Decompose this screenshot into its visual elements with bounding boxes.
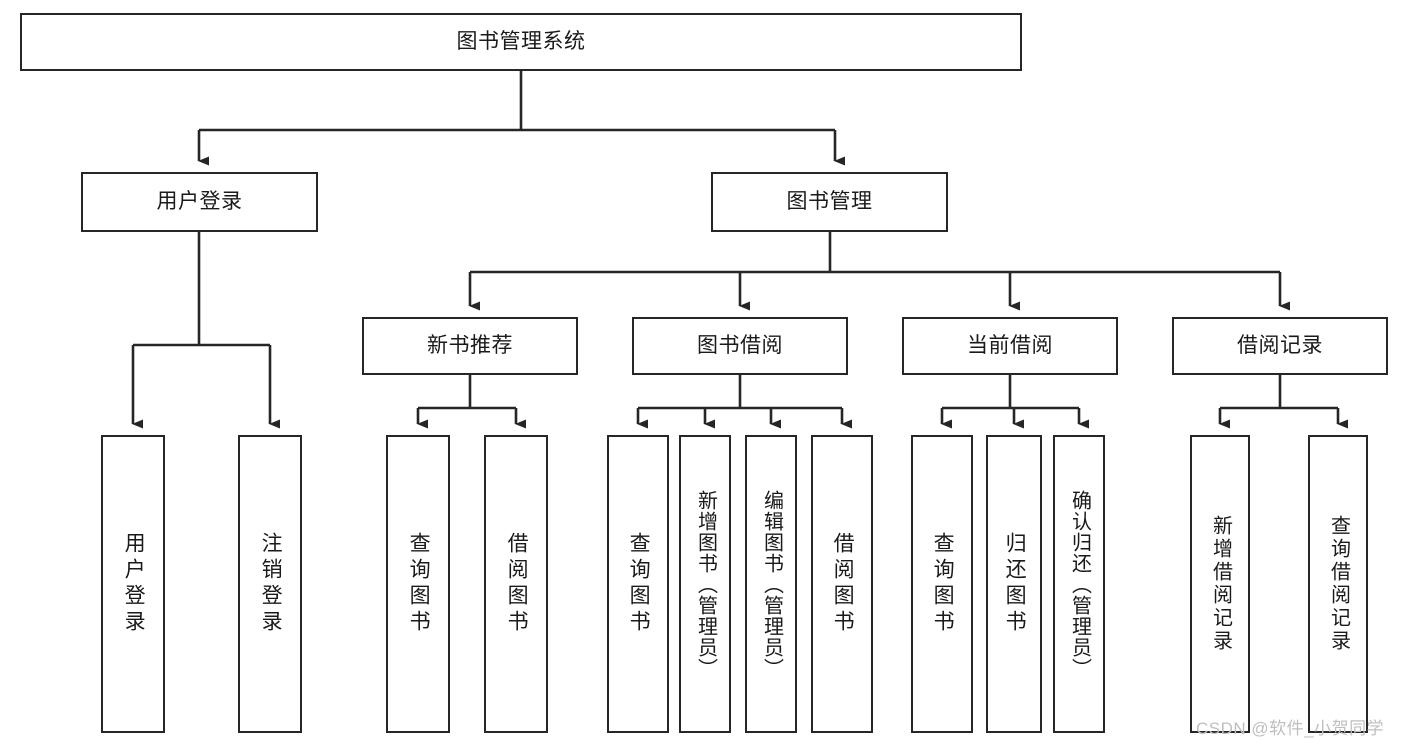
node-root-label: 图书管理系统	[456, 30, 586, 54]
node-leaf-query-borrow-record-label: 查询借阅记录	[1327, 515, 1350, 653]
node-leaf-query-book-1-label: 查询图书	[407, 532, 431, 636]
node-borrow-record-label: 借阅记录	[1237, 334, 1323, 358]
node-leaf-logout[interactable]: 注销登录	[238, 435, 302, 733]
node-book-management-label: 图书管理	[786, 190, 873, 214]
node-leaf-borrow-book-2[interactable]: 借阅图书	[811, 435, 873, 733]
node-leaf-return-book-label: 归还图书	[1003, 532, 1027, 636]
node-new-book-recommend[interactable]: 新书推荐	[362, 317, 578, 375]
node-leaf-borrow-book-2-label: 借阅图书	[831, 532, 855, 636]
node-new-book-recommend-label: 新书推荐	[427, 334, 513, 358]
node-leaf-query-book-2-label: 查询图书	[627, 532, 651, 636]
node-user-login[interactable]: 用户登录	[81, 172, 318, 232]
node-user-login-label: 用户登录	[156, 190, 243, 214]
node-current-borrow-label: 当前借阅	[967, 334, 1053, 358]
node-book-borrow[interactable]: 图书借阅	[632, 317, 848, 375]
node-leaf-edit-book[interactable]: 编辑图书（管理员）	[745, 435, 797, 733]
node-leaf-add-book-label: 新增图书（管理员）	[694, 489, 717, 679]
node-leaf-borrow-book-1-label: 借阅图书	[505, 532, 529, 636]
node-leaf-borrow-book-1[interactable]: 借阅图书	[484, 435, 548, 733]
node-leaf-query-book-3[interactable]: 查询图书	[911, 435, 973, 733]
node-leaf-edit-book-label: 编辑图书（管理员）	[760, 489, 783, 679]
node-leaf-query-borrow-record[interactable]: 查询借阅记录	[1308, 435, 1368, 733]
node-leaf-logout-label: 注销登录	[259, 532, 283, 636]
node-leaf-user-login[interactable]: 用户登录	[101, 435, 165, 733]
node-borrow-record[interactable]: 借阅记录	[1172, 317, 1388, 375]
node-book-borrow-label: 图书借阅	[697, 334, 783, 358]
node-leaf-add-book[interactable]: 新增图书（管理员）	[679, 435, 731, 733]
node-leaf-confirm-return-label: 确认归还（管理员）	[1068, 489, 1091, 679]
node-leaf-query-book-2[interactable]: 查询图书	[607, 435, 669, 733]
node-current-borrow[interactable]: 当前借阅	[902, 317, 1118, 375]
node-leaf-return-book[interactable]: 归还图书	[986, 435, 1042, 733]
node-root-system[interactable]: 图书管理系统	[20, 13, 1022, 71]
node-leaf-confirm-return[interactable]: 确认归还（管理员）	[1053, 435, 1105, 733]
node-leaf-add-borrow-record[interactable]: 新增借阅记录	[1190, 435, 1250, 733]
node-leaf-user-login-label: 用户登录	[122, 532, 146, 636]
node-leaf-query-book-3-label: 查询图书	[931, 532, 955, 636]
node-book-management[interactable]: 图书管理	[711, 172, 948, 232]
csdn-watermark: CSDN @软件_小贺同学	[1196, 719, 1385, 738]
node-leaf-add-borrow-record-label: 新增借阅记录	[1209, 515, 1232, 653]
node-leaf-query-book-1[interactable]: 查询图书	[386, 435, 450, 733]
